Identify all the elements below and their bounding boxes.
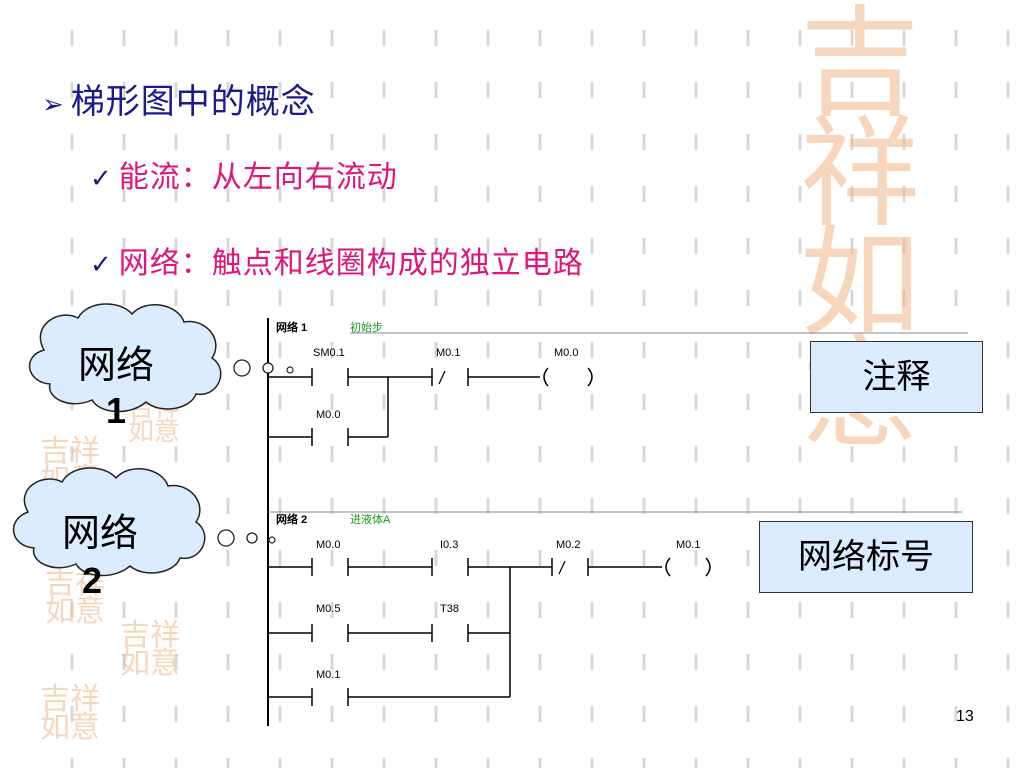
check-icon: ✓	[90, 250, 113, 280]
bullet-power-flow: ✓能流：从左向右流动	[90, 152, 398, 196]
contact-label: M0.0	[316, 539, 340, 551]
coil-m01[interactable]	[665, 557, 711, 577]
coil-m00[interactable]	[543, 367, 593, 387]
network1-comment: 初始步	[350, 320, 383, 334]
contact-label: M0.5	[316, 603, 340, 615]
bullet-text: 能流：从左向右流动	[118, 160, 398, 195]
contact-m00-seal[interactable]	[311, 428, 349, 446]
contact-label: M0.1	[436, 347, 460, 359]
contact-m01-seal[interactable]	[311, 688, 349, 706]
contact-label: M0.0	[316, 409, 340, 421]
check-icon: ✓	[90, 164, 113, 194]
contact-m05[interactable]	[311, 624, 349, 642]
contact-sm01[interactable]	[311, 368, 349, 386]
cloud1-label: 网络	[77, 343, 154, 387]
comment-callout-box: 注释	[810, 341, 983, 413]
contact-m00[interactable]	[311, 558, 349, 576]
watermark-seal-small: 吉祥如意	[45, 566, 105, 629]
coil-label: M0.0	[554, 347, 578, 359]
contact-label: SM0.1	[313, 347, 345, 359]
network2-header: 网络 2	[276, 512, 307, 526]
cloud2-number: 2	[82, 560, 103, 601]
arrow-bullet-icon: ➢	[42, 90, 65, 120]
cloud2-label: 网络	[61, 511, 138, 555]
contact-m01-nc[interactable]	[431, 368, 469, 386]
contact-label: I0.3	[440, 539, 458, 551]
page-title-text: 梯形图中的概念	[70, 82, 316, 122]
cloud1-number: 1	[106, 390, 127, 431]
network2-comment: 进液体A	[350, 512, 391, 526]
contact-m02-nc[interactable]	[551, 558, 589, 576]
bullet-text: 网络：触点和线圈构成的独立电路	[118, 246, 584, 281]
contact-label: M0.1	[316, 669, 340, 681]
watermark-seal-small: 吉祥如意	[40, 682, 100, 745]
coil-label: M0.1	[676, 539, 700, 551]
contact-i03[interactable]	[431, 558, 469, 576]
watermark-seal-small: 吉祥如意	[120, 618, 180, 681]
page-number: 13	[956, 708, 974, 725]
network-number-callout-box: 网络标号	[759, 521, 973, 593]
page-title: ➢梯形图中的概念	[42, 74, 316, 123]
cloud-callout-network2	[12, 467, 276, 577]
network1-header: 网络 1	[276, 320, 307, 334]
contact-label: T38	[440, 603, 459, 615]
cloud-callout-network1	[28, 303, 294, 413]
contact-t38[interactable]	[431, 624, 469, 642]
contact-label: M0.2	[556, 539, 580, 551]
bullet-network: ✓网络：触点和线圈构成的独立电路	[90, 238, 584, 282]
